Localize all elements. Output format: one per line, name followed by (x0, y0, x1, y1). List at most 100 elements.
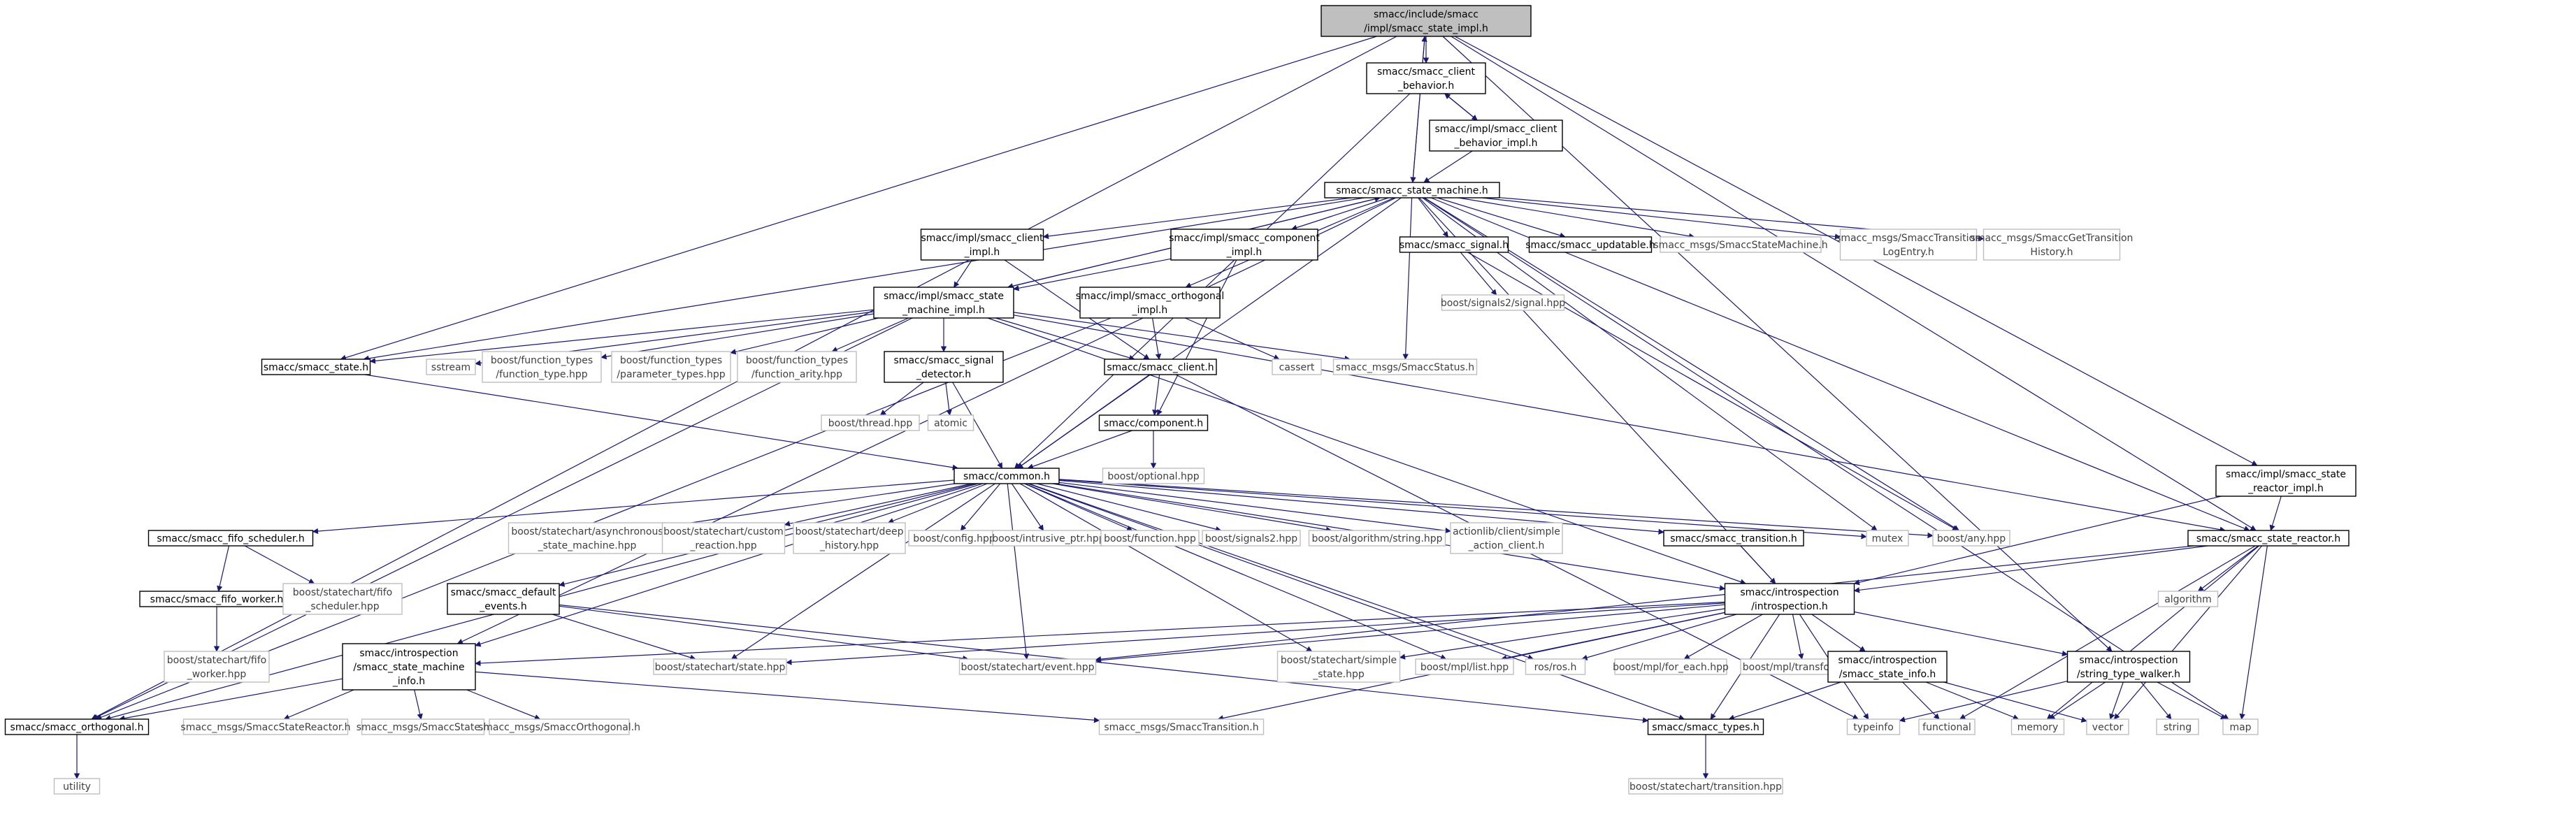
edge-state_machine-to-sm_info (456, 197, 1397, 644)
node-actionlib: actionlib/client/simple_action_client.h (1450, 522, 1563, 554)
node-box-state_info (1827, 651, 1948, 683)
node-cassert: cassert (1272, 359, 1322, 375)
node-label-sm_info: smacc/introspection (359, 648, 458, 659)
node-common[interactable]: smacc/common.h (954, 468, 1060, 484)
node-client_behavior_impl[interactable]: smacc/impl/smacc_client_behavior_impl.h (1429, 120, 1563, 152)
edge-sm_info-to-msg_transition (475, 671, 1100, 723)
node-algorithm: algorithm (2157, 591, 2219, 607)
node-label-thread: boost/thread.hpp (828, 418, 913, 429)
node-component[interactable]: smacc/component.h (1098, 414, 1209, 431)
file-nodes: smacc/include/smacc/impl/smacc_state_imp… (4, 5, 2356, 795)
edge-introspection-to-state_info (1811, 614, 1866, 652)
node-smacc_state[interactable]: smacc/smacc_state.h (261, 359, 371, 375)
node-box-utility (53, 778, 101, 795)
edge-state_reactor-to-introspection (1853, 545, 2208, 593)
node-box-vector (2086, 718, 2129, 735)
edge-reactor_impl-to-state_reactor (2269, 496, 2282, 531)
node-state_reactor[interactable]: smacc/smacc_state_reactor.h (2187, 530, 2350, 547)
node-label-state_info: /smacc_state_info.h (1839, 669, 1936, 680)
edge-state_machine-to-mutex (1422, 197, 1878, 531)
node-state_machine[interactable]: smacc/smacc_state_machine.h (1324, 182, 1500, 198)
edge-type_walker-to-vector (2109, 681, 2124, 720)
edge-transition-to-introspection (1740, 545, 1776, 584)
node-label-sc_async: _state_machine.hpp (538, 540, 637, 551)
node-label-ft_parameter_types: /parameter_types.hpp (617, 369, 725, 380)
node-box-signals2 (1441, 294, 1565, 311)
node-label-msg_orthogonal: smacc_msgs/SmaccOrthogonal.h (478, 722, 640, 733)
node-label-sc_simple_state: _state.hpp (1312, 669, 1365, 680)
node-intrusive: boost/intrusive_ptr.hpp (992, 530, 1105, 547)
node-label-functional: functional (1922, 722, 1971, 733)
node-signal[interactable]: smacc/smacc_signal.h (1399, 236, 1509, 253)
node-introspection[interactable]: smacc/introspection/introspection.h (1724, 583, 1855, 615)
node-box-string (2156, 718, 2199, 735)
node-box-msg_get_history (1983, 229, 2121, 261)
node-type_walker[interactable]: smacc/introspection/string_type_walker.h (2066, 651, 2191, 683)
node-client_impl[interactable]: smacc/impl/smacc_client _impl.h (920, 229, 1044, 261)
node-label-client_impl: smacc/impl/smacc_client (921, 233, 1044, 244)
node-default_events[interactable]: smacc/smacc_default_events.h (447, 583, 560, 615)
edge-common-to-actionlib (1058, 482, 1451, 534)
edge-state_machine-to-client_impl (1042, 197, 1352, 240)
node-box-component_impl (1170, 229, 1318, 261)
edge-introspection-to-sm_info (475, 601, 1725, 667)
node-signal_detector[interactable]: smacc/smacc_signal_detector.h (884, 351, 1004, 383)
node-label-vector: vector (2092, 722, 2124, 733)
node-box-signal_detector (884, 351, 1004, 383)
node-msg_orthogonal: smacc_msgs/SmaccOrthogonal.h (478, 718, 640, 735)
edge-common-to-mutex (1058, 479, 1867, 540)
node-msg_state_machine: smacc_msgs/SmaccStateMachine.h (1653, 236, 1828, 253)
node-label-utility: utility (63, 781, 91, 793)
node-box-ft_function_arity (737, 351, 857, 383)
edge-type_walker-to-memory (2048, 681, 2106, 720)
node-state_info[interactable]: smacc/introspection/smacc_state_info.h (1827, 651, 1948, 683)
edge-introspection-to-sc_state (786, 602, 1725, 665)
node-orthogonal_impl[interactable]: smacc/impl/smacc_orthogonal_impl.h (1076, 287, 1225, 319)
node-transition[interactable]: smacc/smacc_transition.h (1663, 530, 1804, 547)
edge-sm_impl-to-msg_status (1013, 312, 1351, 362)
edge-state_info-to-types (1728, 681, 1841, 721)
node-box-sc_deep (793, 522, 906, 554)
node-box-sc_fifo_scheduler (282, 583, 403, 615)
node-box-sc_state (653, 658, 787, 675)
node-fifo_scheduler[interactable]: smacc/smacc_fifo_scheduler.h (147, 530, 314, 547)
node-orthogonal[interactable]: smacc/smacc_orthogonal.h (4, 718, 150, 735)
node-component_impl[interactable]: smacc/impl/smacc_component_impl.h (1169, 229, 1320, 261)
node-box-msg_status (1332, 359, 1478, 375)
node-label-string: string (2164, 722, 2192, 733)
node-label-msg_get_history: smacc_msgs/SmaccGetTransition (1971, 233, 2134, 244)
node-box-ros (1525, 658, 1586, 675)
node-types[interactable]: smacc/smacc_types.h (1647, 718, 1764, 735)
node-sm_impl[interactable]: smacc/impl/smacc_state_machine_impl.h (873, 287, 1014, 319)
node-label-transition: smacc/smacc_transition.h (1670, 533, 1797, 544)
node-box-component (1098, 414, 1209, 431)
node-box-smacc_state (261, 359, 371, 375)
node-client_behavior[interactable]: smacc/smacc_client_behavior.h (1366, 62, 1486, 94)
node-box-transition (1663, 530, 1804, 547)
node-label-client_impl: _impl.h (964, 247, 1000, 258)
node-label-ft_function_arity: /function_arity.hpp (751, 369, 842, 380)
node-label-sc_simple_state: boost/statechart/simple (1281, 655, 1397, 666)
node-label-sc_transition: boost/statechart/transition.hpp (1629, 781, 1782, 793)
node-reactor_impl[interactable]: smacc/impl/smacc_state_reactor_impl.h (2215, 465, 2356, 497)
node-msg_reactor: smacc_msgs/SmaccStateReactor.h (180, 718, 351, 735)
node-updatable[interactable]: smacc/smacc_updatable.h (1525, 236, 1655, 253)
node-label-type_walker: smacc/introspection (2079, 655, 2178, 666)
node-atomic: atomic (927, 414, 974, 431)
node-box-thread (821, 414, 920, 431)
node-impl[interactable]: smacc/include/smacc/impl/smacc_state_imp… (1321, 5, 1532, 37)
edge-default_events-to-types (559, 604, 1649, 723)
node-label-smacc_client: smacc/smacc_client.h (1107, 362, 1214, 373)
node-smacc_client[interactable]: smacc/smacc_client.h (1104, 359, 1217, 375)
edge-sm_info-to-msg_reactor (283, 689, 354, 720)
edge-introspection-to-sc_event (1095, 604, 1725, 663)
node-fifo_worker[interactable]: smacc/smacc_fifo_worker.h (139, 591, 294, 607)
node-sm_info[interactable]: smacc/introspection/smacc_state_machine_… (342, 643, 476, 691)
node-box-sc_fifo_worker (164, 651, 270, 683)
edge-client_behavior-to-common (1014, 93, 1411, 469)
node-label-map: map (2229, 722, 2251, 733)
node-box-any (1932, 530, 2010, 547)
node-label-any: boost/any.hpp (1937, 533, 2006, 544)
node-box-ft_parameter_types (611, 351, 731, 383)
edge-state_info-to-memory (1925, 681, 2020, 721)
